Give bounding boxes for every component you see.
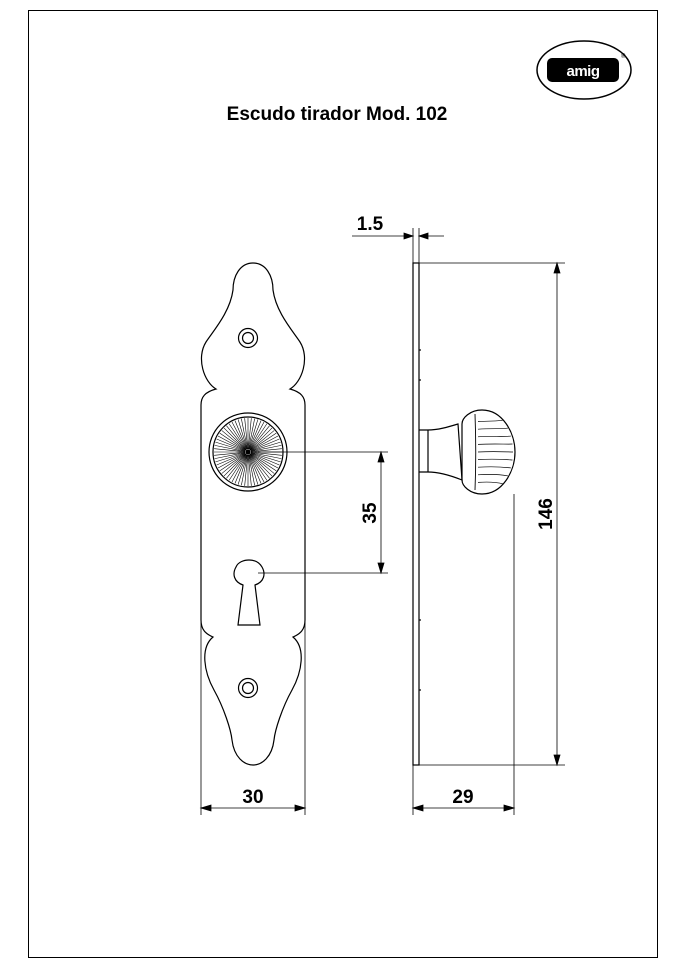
bottom-screw-head — [241, 681, 255, 695]
knob-head — [461, 409, 516, 495]
page-title: Escudo tirador Mod. 102 — [227, 104, 448, 125]
thickness-label: 1.5 — [357, 214, 384, 235]
keyhole — [233, 559, 265, 626]
knob-shank — [419, 423, 463, 481]
projection-label: 29 — [452, 787, 473, 808]
knob-center — [245, 449, 251, 455]
amig-logo: amig ® — [536, 40, 632, 100]
width-label: 30 — [242, 787, 263, 808]
knob-flutes — [477, 419, 514, 485]
registered-mark: ® — [621, 53, 626, 60]
top-screw-hole — [237, 327, 259, 349]
plate-side-profile — [412, 262, 420, 766]
bottom-screw-hole — [237, 677, 259, 699]
logo-text: amig — [566, 63, 599, 80]
front-view — [200, 262, 306, 766]
dimension-lines — [199, 228, 565, 815]
knob-keyhole-distance-label: 35 — [360, 502, 381, 524]
escutcheon-outline — [200, 262, 306, 766]
top-screw-head — [241, 331, 255, 345]
height-label: 146 — [536, 498, 557, 530]
side-view — [412, 262, 516, 766]
drawing-sheet — [28, 10, 658, 958]
knob-sunburst-pattern — [214, 418, 282, 486]
